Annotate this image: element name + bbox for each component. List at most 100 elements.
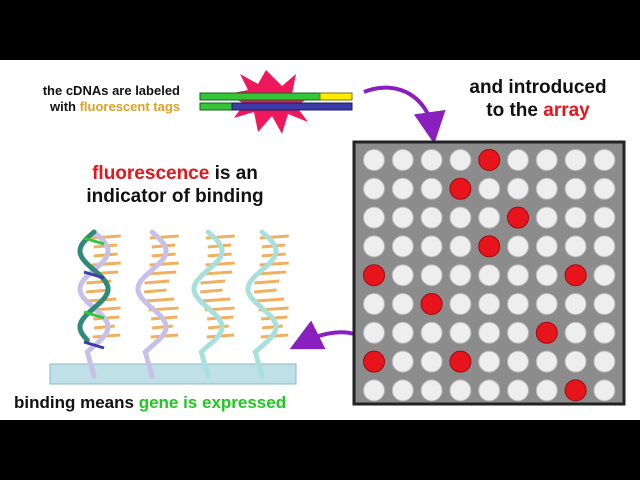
fluorescent-tags-highlight: fluorescent tags [79, 99, 180, 114]
fluorescence-label-line2: indicator of binding [86, 186, 264, 207]
array-spot [593, 293, 616, 315]
cdna-label-line2: with fluorescent tags [10, 99, 180, 115]
bound-cdna-strand [77, 229, 111, 343]
array-spot [478, 206, 501, 229]
base-pair [146, 270, 177, 276]
array-spot [535, 379, 558, 402]
array-spot [363, 379, 385, 402]
array-spot [593, 321, 616, 344]
array-spot [593, 235, 616, 258]
array-spot [535, 293, 558, 315]
base-pair [205, 261, 235, 267]
array-spot [363, 293, 385, 315]
binding-label-prefix: binding means [14, 393, 139, 412]
array-spot [564, 321, 587, 344]
array-spot [449, 149, 472, 171]
intro-label: and introduced to the array [440, 76, 636, 122]
array-spot [449, 293, 472, 315]
array-spot [535, 206, 558, 229]
helix-backbone [77, 229, 111, 379]
array-spot-lit [449, 177, 472, 200]
array-spot-lit [507, 206, 529, 229]
helix-backbone [191, 229, 225, 379]
gene-expressed-highlight: gene is expressed [138, 393, 287, 412]
array-spot [593, 379, 616, 402]
base-pair [201, 297, 231, 303]
array-spot [535, 264, 558, 287]
array-spot [420, 235, 443, 258]
array-spot [449, 321, 472, 344]
array-spot [449, 379, 472, 402]
array-spot [593, 149, 616, 171]
cdna-label-line1: the cDNAs are labeled [42, 83, 180, 98]
array-spot [420, 379, 443, 402]
array-spot [507, 293, 529, 315]
array-spot [391, 206, 414, 229]
array-spot [363, 235, 385, 258]
base-pair [202, 270, 233, 276]
array-spot [391, 350, 414, 373]
base-pair [149, 261, 179, 267]
array-spot [593, 264, 616, 287]
array-spot [478, 321, 501, 344]
intro-label-line1: and introduced [469, 77, 607, 98]
intro-label-line2: to the array [440, 99, 636, 122]
base-pair [91, 261, 121, 267]
binding-label: binding means gene is expressed [14, 393, 286, 413]
fluorescent-starburst [228, 70, 312, 134]
array-spot [420, 177, 443, 200]
array-spot [478, 350, 501, 373]
probe-helix-2 [135, 229, 179, 379]
probe-helix-4 [245, 229, 289, 379]
array-spot-lit [363, 350, 385, 373]
base-pair [259, 261, 289, 267]
fluorescence-highlight: fluorescence [92, 163, 210, 184]
dna-helices [77, 229, 289, 379]
array-spot [535, 235, 558, 258]
base-pair [93, 324, 115, 330]
array-spot [478, 293, 501, 315]
array-spot [449, 235, 472, 258]
array-spot [363, 321, 385, 344]
base-pair [253, 288, 277, 294]
array-spot [478, 177, 501, 200]
array-spot [507, 235, 529, 258]
array-spot [391, 149, 414, 171]
base-pair [254, 279, 280, 285]
helix-backbone [245, 229, 279, 379]
base-pair [256, 270, 287, 276]
base-pair [151, 324, 173, 330]
arrow-to-array [363, 85, 446, 144]
array-highlight: array [543, 100, 590, 121]
cdna-label-prefix: with [49, 99, 80, 114]
array-spot [420, 321, 443, 344]
array-spot [478, 379, 501, 402]
helix-backbone [135, 229, 169, 379]
base-pair [143, 288, 167, 294]
array-spot [564, 149, 587, 171]
cdna-strand-green-tag [199, 102, 233, 111]
array-spot [391, 177, 414, 200]
base-pair [145, 297, 175, 303]
binding-surface [49, 363, 297, 385]
base-pair [261, 324, 283, 330]
array-spot [507, 264, 529, 287]
array-spot [564, 206, 587, 229]
array-spot [507, 379, 529, 402]
array-spot-lit [363, 264, 385, 287]
array-spot [363, 177, 385, 200]
array-spot [507, 321, 529, 344]
labeled-cdna-strands [199, 92, 353, 111]
array-spot [420, 206, 443, 229]
bound-strand-accent [83, 270, 105, 280]
array-spot [391, 264, 414, 287]
array-spot [420, 149, 443, 171]
base-pair [85, 288, 109, 294]
array-spot [507, 149, 529, 171]
array-spot [391, 235, 414, 258]
probe-helix-3 [191, 229, 235, 379]
base-pair [207, 324, 229, 330]
array-spot [535, 350, 558, 373]
